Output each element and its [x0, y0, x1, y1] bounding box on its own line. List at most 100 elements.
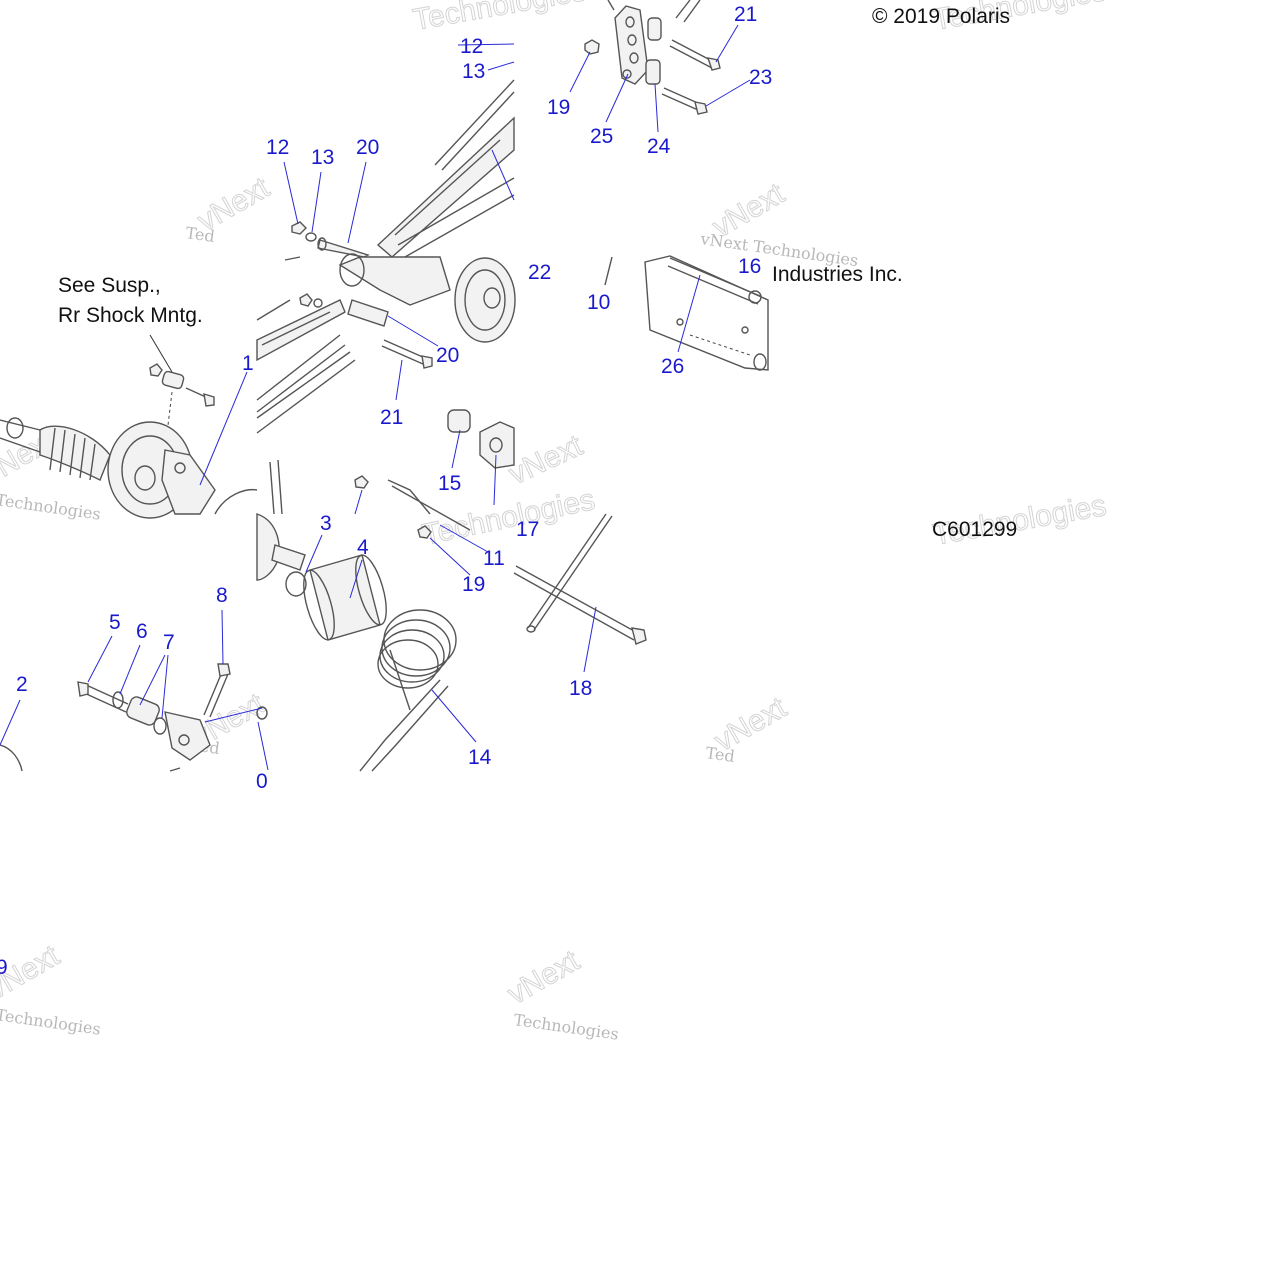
callout-5: 5: [109, 611, 121, 634]
part-edge: [169, 767, 181, 772]
bolt-8: [203, 671, 223, 716]
bracket-hole: [676, 318, 684, 326]
leader: [257, 721, 269, 771]
bolt-11: [391, 485, 471, 531]
spring-coil: [381, 619, 451, 677]
callout-22: 22: [528, 261, 551, 284]
watermark-vnext: vNext: [502, 944, 585, 1011]
leader: [439, 524, 489, 553]
rail-lower-edge: [404, 194, 515, 258]
rail: [256, 344, 346, 413]
leader: [349, 559, 363, 599]
shock-spring: [49, 427, 96, 481]
bushing-15: [447, 409, 471, 433]
leader: [605, 73, 629, 123]
callout-12: 12: [460, 35, 483, 58]
leader: [204, 707, 263, 723]
o-ring-3: [285, 571, 307, 597]
center-line: [689, 334, 751, 356]
bolt-21-head: [706, 57, 721, 71]
bolt-head: [203, 393, 215, 407]
rail: [256, 334, 341, 401]
wheel-edge: [214, 488, 258, 515]
axle-tube: [271, 544, 306, 571]
spring-arm: [389, 649, 411, 711]
tile-center: [256, 253, 516, 515]
nut-19: [417, 525, 432, 539]
see-susp-note: Rr Shock Mntg.: [58, 304, 203, 327]
callout-7: 7: [163, 631, 175, 654]
rod-end: [526, 625, 536, 633]
callout-24: 24: [647, 135, 671, 158]
watermark-vnext: Ted: [184, 223, 216, 246]
leader: [569, 51, 591, 93]
leader: [493, 454, 497, 506]
watermark-vnext: vNext: [707, 177, 790, 244]
bolt-23-head: [694, 101, 708, 115]
rod-bolt-18: [515, 565, 637, 633]
rod-10: [604, 256, 613, 286]
watermark-vnext: vNext: [504, 429, 588, 492]
callout-20: 20: [436, 344, 459, 367]
rail-arm: [256, 299, 346, 362]
washer: [313, 298, 323, 308]
leader: [221, 609, 224, 665]
nut: [149, 363, 163, 377]
leader: [139, 654, 166, 706]
callout-10: 0: [256, 770, 268, 793]
wheel-inner: [464, 269, 506, 331]
notes: © 2019 Polaris Industries Inc. See Susp.…: [58, 5, 1017, 541]
washer-6: [112, 691, 124, 709]
bolt-5-head: [77, 681, 89, 697]
leader: [429, 537, 471, 576]
callout-1: 1: [242, 352, 254, 375]
leader: [705, 79, 751, 107]
shock-rod: [0, 437, 41, 453]
o-ring: [256, 706, 268, 720]
bolt-21: [671, 39, 715, 63]
callouts: 21 23 12 13 19 25 24 12 13 20 22 10 16 2…: [0, 3, 772, 979]
leader: [0, 699, 21, 746]
arm-hole: [178, 734, 190, 746]
sleeve-end: [355, 554, 387, 626]
watermark-technologies: Technologies: [410, 0, 588, 37]
leader: [583, 606, 597, 673]
callout-25: 25: [590, 125, 613, 148]
bushing-24: [645, 59, 661, 85]
callout-11: 11: [483, 547, 505, 570]
callout-9: 9: [0, 956, 8, 979]
rod-bolt-head: [631, 627, 647, 645]
bracket-rod: [669, 257, 761, 297]
leader: [387, 315, 439, 347]
leader: [119, 644, 141, 695]
callout-19: 19: [462, 573, 485, 596]
watermark-technologies: Technologies: [0, 490, 102, 524]
leader: [451, 429, 461, 469]
callout-18: 18: [569, 677, 592, 700]
link-edge: [607, 0, 615, 11]
bolt-23: [663, 87, 701, 105]
tile-bracket: [644, 255, 769, 371]
callout-2: 2: [16, 673, 28, 696]
callout-16: 16: [738, 255, 761, 278]
pivot-block: [479, 421, 515, 469]
watermark-vnext: vNext: [709, 691, 792, 758]
leader: [161, 654, 169, 719]
company-text: Industries Inc.: [772, 263, 903, 286]
plate-hole: [627, 34, 637, 46]
watermark-vnext: Ted: [704, 743, 736, 766]
callout-20: 20: [356, 136, 379, 159]
leader: [677, 274, 701, 353]
leader: [311, 171, 322, 233]
rail-edge: [269, 461, 275, 515]
leader: [431, 689, 477, 743]
rod-end: [748, 290, 762, 304]
tile-rods: [513, 513, 647, 673]
wheel-edge: [0, 744, 23, 772]
arm-hole: [174, 462, 186, 474]
tile-link-plate: [569, 0, 751, 286]
plate-hole: [625, 16, 635, 28]
tile-spring: [256, 485, 489, 772]
callout-17: 17: [516, 518, 539, 541]
